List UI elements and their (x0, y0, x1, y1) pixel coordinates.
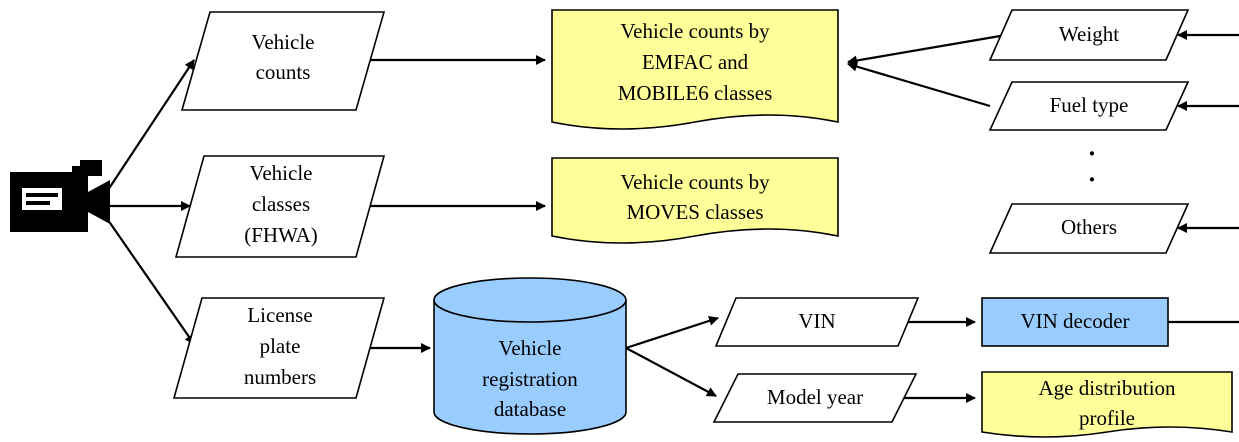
node-license-plates: License plate numbers (172, 297, 386, 399)
node-vehicle-classes-line-3: (FHWA) (244, 223, 318, 247)
node-age-profile-line-1: Age distribution (1038, 376, 1176, 400)
node-vin-decoder: VIN decoder (981, 297, 1169, 347)
node-others-label: Others (1061, 215, 1117, 239)
node-license-plates-line-1: License (247, 303, 312, 327)
edge-weight-to-emfac (847, 33, 1007, 66)
edges (107, 30, 1239, 403)
node-weight: Weight (988, 9, 1190, 61)
node-vehicle-counts: Vehicle counts (180, 11, 386, 111)
node-others: Others (988, 203, 1190, 254)
node-age-profile-line-2: profile (1079, 406, 1135, 430)
node-vehicle-counts-line-1: Vehicle (252, 30, 315, 54)
node-age-profile: Age distribution profile (981, 371, 1233, 438)
video-camera-icon (10, 160, 110, 232)
node-counts-emfac-line-3: MOBILE6 classes (618, 81, 773, 105)
node-counts-emfac-line-1: Vehicle counts by (620, 19, 770, 43)
node-registration-database-line-3: database (494, 397, 566, 421)
node-model-year-label: Model year (767, 385, 863, 409)
ellipsis-dot-1: · (1088, 139, 1097, 168)
node-registration-database-line-2: registration (482, 367, 578, 391)
node-counts-emfac-line-2: EMFAC and (642, 50, 749, 74)
node-fuel-type-label: Fuel type (1050, 93, 1129, 117)
node-counts-moves-line-1: Vehicle counts by (620, 170, 770, 194)
node-counts-moves: Vehicle counts by MOVES classes (551, 157, 839, 244)
node-vin: VIN (714, 297, 920, 347)
node-license-plates-line-3: numbers (244, 365, 316, 389)
node-registration-database-line-1: Vehicle (499, 336, 562, 360)
node-vehicle-classes-line-2: classes (252, 192, 310, 216)
edge-db-to-vin (625, 316, 719, 350)
node-fuel-type: Fuel type (988, 81, 1190, 131)
node-counts-emfac: Vehicle counts by EMFAC and MOBILE6 clas… (551, 9, 839, 130)
node-license-plates-line-2: plate (260, 334, 301, 358)
edge-db-to-model-year (625, 347, 717, 397)
node-weight-label: Weight (1059, 22, 1119, 46)
ellipsis-dots: · · (1088, 139, 1097, 194)
edge-fuel-to-emfac (847, 61, 991, 108)
node-vehicle-classes: Vehicle classes (FHWA) (174, 155, 386, 258)
edge-camera-to-counts (107, 59, 195, 191)
node-vin-decoder-label: VIN decoder (1020, 309, 1129, 333)
node-model-year: Model year (712, 373, 918, 423)
node-vin-label: VIN (798, 309, 835, 333)
node-vehicle-classes-line-1: Vehicle (250, 161, 313, 185)
ellipsis-dot-2: · (1088, 165, 1097, 194)
node-registration-database: Vehicle registration database (433, 277, 627, 435)
edge-camera-to-plates (107, 219, 195, 345)
node-vehicle-counts-line-2: counts (256, 60, 311, 84)
node-counts-moves-line-2: MOVES classes (626, 200, 763, 224)
